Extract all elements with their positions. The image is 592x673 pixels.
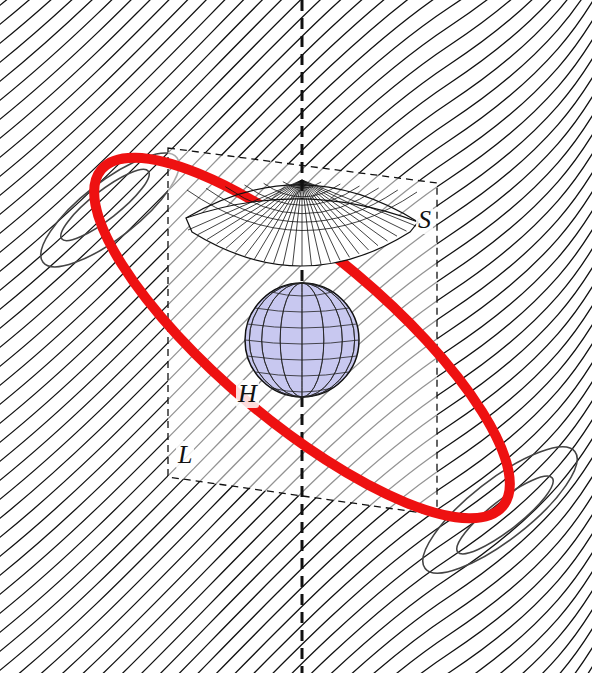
- sphere-parallel: [245, 340, 359, 344]
- sphere-meridian: [280, 283, 324, 397]
- contour-line: [0, 0, 592, 306]
- dish-rib: [236, 180, 303, 252]
- dish-rib: [293, 180, 303, 266]
- sphere-parallel: [247, 324, 356, 328]
- contour-line: [0, 535, 592, 673]
- red-ring: [47, 105, 556, 571]
- contour-line: [0, 0, 592, 458]
- contour-line: [0, 0, 592, 59]
- sphere-meridian: [280, 283, 324, 397]
- contour-line: [0, 554, 592, 673]
- contour-line: [0, 592, 592, 673]
- contour-line: [0, 79, 592, 673]
- dish-rib: [302, 180, 407, 231]
- part-label: L: [176, 441, 194, 469]
- contour-line: [0, 0, 592, 591]
- sphere-meridian: [249, 283, 354, 397]
- contour-line: [0, 668, 592, 673]
- dish-ring: [225, 187, 378, 214]
- sphere-meridian: [302, 283, 303, 397]
- contour-line: [0, 516, 592, 673]
- contour-line: [0, 630, 592, 673]
- sphere-parallel: [255, 372, 349, 376]
- contour-line: [0, 0, 592, 572]
- contour-line: [0, 0, 592, 192]
- dish-rib: [302, 180, 397, 236]
- sphere-meridian: [249, 283, 354, 397]
- dish-ring: [206, 188, 398, 222]
- contour-line: [0, 0, 592, 439]
- sphere-parallel: [247, 356, 356, 360]
- contour-line: [0, 497, 592, 673]
- dish-rib: [302, 180, 303, 266]
- contour-line: [0, 0, 592, 78]
- mesh-dish: [186, 180, 418, 266]
- sphere-meridian: [262, 283, 343, 397]
- contour-line: [0, 0, 592, 173]
- contour-line: [0, 0, 592, 135]
- sphere-parallel: [271, 292, 332, 296]
- contour-line: [0, 117, 592, 673]
- part-label: S: [416, 206, 433, 234]
- sphere-parallel: [271, 388, 332, 392]
- contour-line: [0, 0, 592, 268]
- dish-ring: [187, 190, 417, 231]
- contour-line: [0, 649, 592, 673]
- dish-rib: [283, 180, 302, 265]
- contour-line: [0, 0, 592, 2]
- dish-rib: [302, 180, 388, 241]
- sphere-parallel: [255, 308, 349, 312]
- contour-line: [0, 0, 592, 401]
- dish-rib: [302, 180, 340, 260]
- part-label: H: [236, 380, 259, 408]
- sphere: [245, 283, 359, 397]
- dish-rib: [302, 180, 369, 250]
- contour-line: [0, 611, 592, 673]
- contour-line: [0, 573, 592, 673]
- sphere-meridian: [262, 283, 343, 397]
